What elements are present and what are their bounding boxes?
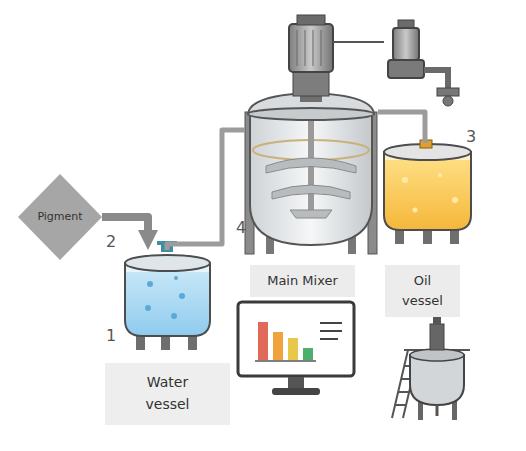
- reactor-icon: [436, 405, 439, 416]
- reactor-icon: [430, 324, 444, 350]
- water-vessel-drawing: [157, 241, 177, 245]
- reactor-icon: [433, 317, 441, 324]
- oil-vessel-drawing: [438, 173, 442, 177]
- monitor-drawing: [320, 338, 338, 340]
- monitor-drawing: [288, 377, 304, 389]
- oil-vessel-drawing: [452, 197, 458, 203]
- main-mixer: Main Mixer: [245, 98, 378, 250]
- main-mixer-drawing: [297, 15, 325, 25]
- main-mixer-drawing: [297, 30, 298, 66]
- oil-vessel: Oil vessel: [383, 143, 472, 243]
- label-box: Oil vessel: [385, 265, 460, 317]
- pump-drawing: [437, 88, 459, 96]
- main-mixer-drawing: [289, 24, 333, 72]
- water-vessel-drawing: [145, 305, 151, 311]
- label-box: Pigment: [18, 174, 102, 260]
- monitor-drawing: [303, 348, 313, 360]
- reactor-icon: [398, 391, 409, 393]
- water-vessel-drawing: [125, 241, 210, 350]
- water-vessel-drawing: [125, 255, 210, 271]
- oil-vessel-drawing: [384, 152, 471, 230]
- monitor-drawing: [255, 360, 316, 362]
- node-text: Oil vessel: [393, 271, 453, 311]
- monitor-drawing: [320, 330, 342, 332]
- oil-vessel-drawing: [402, 177, 408, 183]
- pump-drawing: [443, 96, 453, 106]
- water-vessel-drawing: [174, 276, 178, 280]
- reactor-icon: [410, 349, 464, 361]
- callout-number: 1: [106, 326, 116, 345]
- main-mixer-drawing: [293, 70, 329, 96]
- node-text: Water vessel: [133, 372, 203, 415]
- pipe-line: [378, 112, 425, 143]
- diamond-outline: [18, 174, 102, 260]
- node-text: Main Mixer: [267, 271, 338, 291]
- monitor-drawing: [320, 322, 342, 324]
- callout-number: 4: [236, 218, 246, 237]
- oil-vessel-drawing: [420, 140, 432, 148]
- pipe-line: [167, 130, 245, 250]
- pump-drawing: [424, 70, 448, 90]
- main-mixer-drawing: [248, 108, 374, 120]
- monitor-drawing: [288, 338, 298, 360]
- label-box: Main Mixer: [250, 265, 355, 297]
- water-vessel-drawing: [125, 263, 210, 336]
- pump-drawing: [393, 28, 419, 60]
- label-box: Water vessel: [105, 363, 230, 425]
- monitor-drawing: [273, 332, 283, 360]
- main-mixer-drawing: [313, 30, 314, 66]
- pump-drawing: [388, 60, 424, 78]
- monitor-drawing: [238, 302, 354, 376]
- reactor-icon: [410, 355, 464, 405]
- oil-vessel-drawing: [384, 140, 471, 244]
- water-vessel: Water vessel: [122, 250, 214, 350]
- main-mixer-drawing: [272, 185, 350, 199]
- water-vessel-drawing: [147, 281, 153, 287]
- monitor-drawing: [258, 322, 268, 360]
- pump-drawing: [398, 20, 414, 28]
- main-mixer-drawing: [333, 41, 384, 43]
- monitor-drawing: [238, 302, 354, 395]
- water-vessel-drawing: [171, 313, 177, 319]
- main-mixer-drawing: [290, 210, 332, 218]
- reactor-icon: [392, 317, 470, 420]
- node-text: Pigment: [37, 208, 82, 225]
- water-vessel-drawing: [179, 293, 185, 299]
- callout-number: 3: [466, 127, 476, 146]
- pigment-diamond: Pigment: [18, 174, 102, 260]
- pump-drawing: [388, 20, 459, 106]
- oil-vessel-drawing: [413, 208, 418, 213]
- main-mixer-drawing: [245, 15, 384, 254]
- main-mixer-drawing: [305, 30, 306, 66]
- main-mixer-drawing: [266, 158, 356, 173]
- callout-number: 2: [106, 232, 116, 251]
- monitor-drawing: [272, 388, 320, 395]
- reactor-icon: [395, 404, 406, 406]
- main-mixer-drawing: [321, 30, 322, 66]
